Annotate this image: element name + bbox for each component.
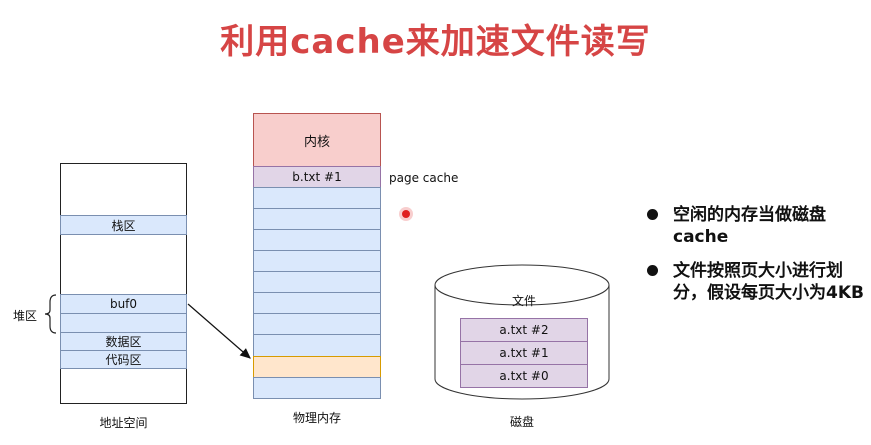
disk-caption: 磁盘 bbox=[509, 415, 534, 429]
disk-block: a.txt #2 bbox=[460, 318, 588, 342]
cached-page-b-txt-1: b.txt #1 bbox=[253, 166, 381, 188]
disk-file-label: 文件 bbox=[511, 294, 536, 308]
bullet-dot-icon bbox=[647, 209, 658, 220]
bullet-text: 空闲的内存当做磁盘cache bbox=[673, 205, 826, 247]
bullet-list: 空闲的内存当做磁盘cache 文件按照页大小进行划分，假设每页大小为4KB bbox=[645, 204, 865, 316]
cursor-highlight-icon bbox=[402, 210, 410, 218]
bullet-item: 文件按照页大小进行划分，假设每页大小为4KB bbox=[645, 260, 865, 304]
memory-page bbox=[253, 377, 381, 399]
slide-title: 利用cache来加速文件读写 bbox=[220, 22, 651, 62]
physical-memory-caption: 物理内存 bbox=[292, 411, 341, 425]
page-cache-label: page cache bbox=[389, 171, 459, 185]
stack-segment: 栈区 bbox=[60, 215, 187, 235]
disk-block: a.txt #0 bbox=[460, 364, 588, 388]
bullet-dot-icon bbox=[647, 265, 658, 276]
kernel-region: 内核 bbox=[253, 113, 381, 167]
bullet-item: 空闲的内存当做磁盘cache bbox=[645, 204, 865, 248]
data-segment: 数据区 bbox=[60, 332, 187, 351]
heap-label: 堆区 bbox=[12, 309, 37, 323]
code-segment: 代码区 bbox=[60, 350, 187, 369]
bullet-text: 文件按照页大小进行划分，假设每页大小为4KB bbox=[673, 261, 864, 303]
disk-block: a.txt #1 bbox=[460, 341, 588, 365]
heap-brace bbox=[44, 294, 57, 334]
address-space-caption: 地址空间 bbox=[99, 416, 148, 430]
